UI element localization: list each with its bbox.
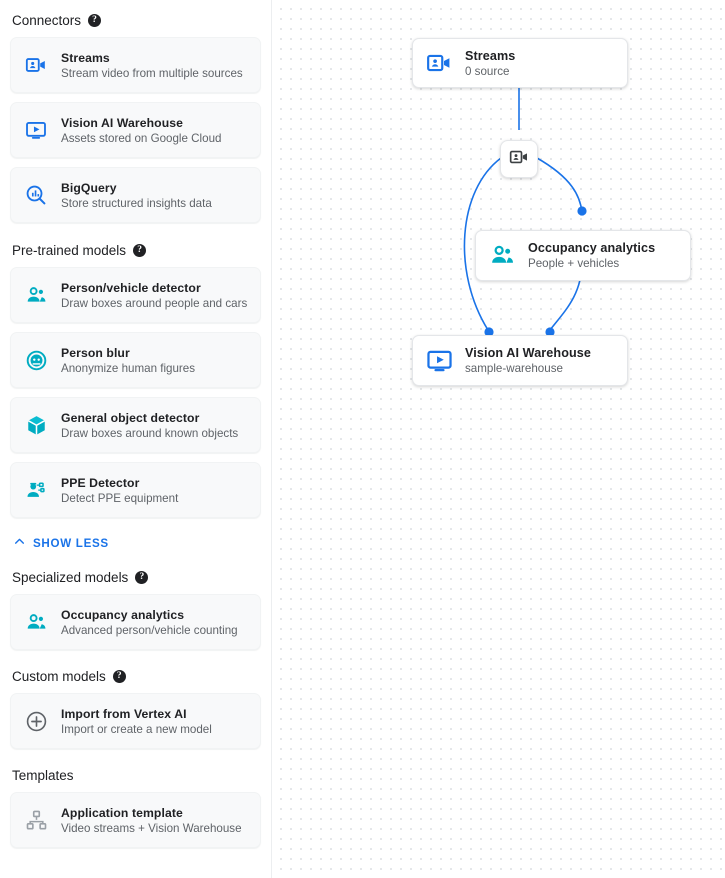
palette-item-subtitle: Draw boxes around people and cars (61, 296, 248, 310)
graph-node-subtitle: People + vehicles (528, 257, 620, 270)
video-camera-person-icon (413, 50, 465, 76)
palette-item-text: Application template Video streams + Vis… (61, 806, 242, 835)
graph-node-subtitle: 0 source (465, 64, 510, 78)
palette-item-subtitle: Advanced person/vehicle counting (61, 623, 238, 637)
palette-item-streams[interactable]: Streams Stream video from multiple sourc… (10, 37, 261, 93)
sitemap-icon (25, 809, 61, 832)
graph-node-occupancy-analytics[interactable]: Occupancy analytics People + vehicles (475, 230, 691, 281)
palette-item-subtitle: Draw boxes around known objects (61, 426, 239, 440)
graph-edges (463, 63, 587, 337)
people-group-icon (25, 611, 61, 634)
section-title: Connectors (12, 13, 82, 28)
palette-item-text: PPE Detector Detect PPE equipment (61, 476, 178, 505)
port-dot (545, 327, 555, 337)
palette-item-text: Occupancy analytics Advanced person/vehi… (61, 608, 238, 637)
help-icon[interactable]: ? (88, 14, 102, 27)
palette-item-text: Vision AI Warehouse Assets stored on Goo… (61, 116, 221, 145)
palette-item-bigquery[interactable]: BigQuery Store structured insights data (10, 167, 261, 223)
palette-item-title: Vision AI Warehouse (61, 115, 183, 130)
palette-item-subtitle: Detect PPE equipment (61, 491, 179, 505)
graph-node-title: Occupancy analytics (528, 241, 656, 255)
palette-item-subtitle: Video streams + Vision Warehouse (61, 821, 242, 835)
graph-node-hub[interactable] (500, 140, 538, 178)
palette-item-person-blur[interactable]: Person blur Anonymize human figures (10, 332, 261, 388)
chevron-up-icon (13, 535, 26, 551)
palette-item-title: Person blur (61, 345, 130, 360)
palette-item-title: Import from Vertex AI (61, 706, 187, 721)
section-header-custom-models: Custom models ? (10, 669, 261, 684)
monitor-play-icon (413, 347, 465, 374)
section-header-templates: Templates (10, 768, 261, 783)
video-camera-person-icon (509, 147, 529, 172)
graph-node-vision-ai-warehouse[interactable]: Vision AI Warehouse sample-warehouse (412, 335, 628, 386)
graph-canvas[interactable]: Streams 0 source (272, 0, 725, 878)
help-icon[interactable]: ? (135, 571, 149, 584)
help-icon[interactable]: ? (112, 670, 126, 683)
people-group-icon (476, 242, 528, 269)
bigquery-magnifier-icon (25, 184, 61, 206)
section-title: Pre-trained models (12, 243, 127, 258)
port-dot (484, 327, 494, 337)
graph-node-subtitle: sample-warehouse (465, 362, 563, 375)
video-camera-person-icon (25, 54, 61, 76)
graph-node-streams[interactable]: Streams 0 source (412, 38, 628, 88)
palette-item-import-from-vertex-ai[interactable]: Import from Vertex AI Import or create a… (10, 693, 261, 749)
palette-item-subtitle: Import or create a new model (61, 722, 212, 736)
palette-item-text: Person/vehicle detector Draw boxes aroun… (61, 281, 247, 310)
monitor-play-icon (25, 119, 61, 141)
people-group-icon (25, 284, 61, 307)
ppe-person-icon (25, 479, 61, 502)
palette-item-title: Person/vehicle detector (61, 280, 201, 295)
graph-node-title: Streams (465, 48, 516, 63)
palette-item-person-vehicle-detector[interactable]: Person/vehicle detector Draw boxes aroun… (10, 267, 261, 323)
palette-item-subtitle: Stream video from multiple sources (61, 66, 243, 80)
show-less-button[interactable]: SHOW LESS (10, 535, 261, 551)
port-dot (577, 206, 587, 216)
palette-item-text: General object detector Draw boxes aroun… (61, 411, 238, 440)
palette-item-text: Import from Vertex AI Import or create a… (61, 707, 212, 736)
graph-node-text: Streams 0 source (465, 49, 515, 78)
section-header-specialized-models: Specialized models ? (10, 570, 261, 585)
section-title: Specialized models (12, 570, 129, 585)
palette-item-title: Application template (61, 805, 183, 820)
palette-item-text: BigQuery Store structured insights data (61, 181, 212, 210)
help-icon[interactable]: ? (133, 244, 147, 257)
palette-item-text: Streams Stream video from multiple sourc… (61, 51, 243, 80)
face-circle-icon (25, 349, 61, 372)
show-less-label: SHOW LESS (33, 536, 109, 550)
section-title: Custom models (12, 669, 106, 684)
palette-item-subtitle: Store structured insights data (61, 196, 212, 210)
palette-item-text: Person blur Anonymize human figures (61, 346, 195, 375)
palette-item-title: Occupancy analytics (61, 607, 185, 622)
graph-node-title: Vision AI Warehouse (465, 346, 591, 360)
palette-item-subtitle: Anonymize human figures (61, 361, 196, 375)
palette-item-title: General object detector (61, 410, 200, 425)
palette-item-title: PPE Detector (61, 475, 140, 490)
plus-circle-icon (25, 710, 61, 733)
section-header-pretrained-models: Pre-trained models ? (10, 243, 261, 258)
palette-item-vision-ai-warehouse[interactable]: Vision AI Warehouse Assets stored on Goo… (10, 102, 261, 158)
palette-item-general-object-detector[interactable]: General object detector Draw boxes aroun… (10, 397, 261, 453)
cube-icon (25, 414, 61, 437)
palette-item-title: BigQuery (61, 180, 117, 195)
palette-item-title: Streams (61, 50, 110, 65)
palette-item-occupancy-analytics[interactable]: Occupancy analytics Advanced person/vehi… (10, 594, 261, 650)
graph-node-text: Occupancy analytics People + vehicles (528, 241, 655, 270)
palette-item-subtitle: Assets stored on Google Cloud (61, 131, 222, 145)
palette-item-ppe-detector[interactable]: PPE Detector Detect PPE equipment (10, 462, 261, 518)
palette-item-application-template[interactable]: Application template Video streams + Vis… (10, 792, 261, 848)
graph-node-text: Vision AI Warehouse sample-warehouse (465, 346, 591, 375)
section-header-connectors: Connectors ? (10, 13, 261, 28)
section-title: Templates (12, 768, 74, 783)
component-palette-sidebar[interactable]: Connectors ? Streams Stream video from m… (0, 0, 272, 878)
